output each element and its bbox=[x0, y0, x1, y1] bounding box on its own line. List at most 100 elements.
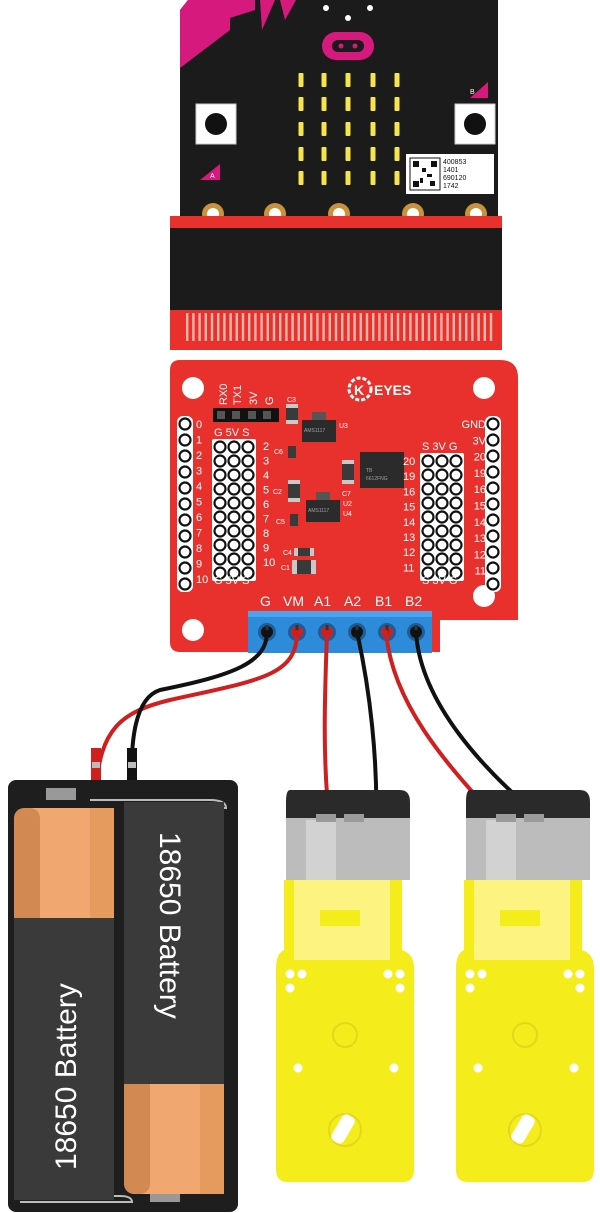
led bbox=[394, 171, 400, 185]
battery-cell-right-label: 18650 Battery bbox=[153, 832, 186, 1019]
pin-label: 19 bbox=[403, 471, 415, 483]
svg-text:U2: U2 bbox=[343, 501, 352, 508]
svg-text:C2: C2 bbox=[273, 489, 282, 496]
pin-label: 4 bbox=[196, 481, 202, 493]
left-header-top-label: G 5V S bbox=[214, 427, 249, 439]
motor-shield: K EYES RX0 TX1 3V G G 5V S G 5V S S 3V G… bbox=[170, 360, 518, 652]
svg-text:6612FNG: 6612FNG bbox=[366, 476, 388, 482]
battery-holder: 18650 Battery 18650 Battery bbox=[8, 780, 238, 1212]
svg-text:AMS1117: AMS1117 bbox=[304, 428, 325, 434]
gear-motor-b bbox=[456, 790, 594, 1182]
svg-text:B2: B2 bbox=[405, 593, 422, 609]
svg-text:C1: C1 bbox=[281, 565, 290, 572]
pin-label: 6 bbox=[196, 512, 202, 524]
pin-label: 10 bbox=[263, 557, 275, 569]
button-b[interactable] bbox=[454, 103, 496, 145]
svg-text:C6: C6 bbox=[274, 449, 283, 456]
pin-label: 14 bbox=[474, 517, 486, 529]
pin-label: 14 bbox=[403, 517, 415, 529]
pin-label: 8 bbox=[263, 528, 269, 540]
led bbox=[321, 73, 327, 87]
mounting-hole bbox=[182, 377, 204, 399]
led bbox=[345, 147, 351, 161]
right-header-bottom-label: S 3V G bbox=[422, 575, 457, 587]
svg-text:C4: C4 bbox=[283, 550, 292, 557]
microbit-logo bbox=[322, 32, 374, 60]
led-matrix bbox=[298, 73, 400, 185]
led bbox=[370, 171, 376, 185]
pin-label: 10 bbox=[196, 574, 208, 586]
microbit-magenta-corner bbox=[180, 0, 255, 68]
led bbox=[298, 122, 304, 136]
pin-label: 13 bbox=[474, 533, 486, 545]
svg-text:C7: C7 bbox=[342, 491, 351, 498]
svg-text:A2: A2 bbox=[344, 593, 361, 609]
pin-label: 2 bbox=[263, 441, 269, 453]
svg-text:690120: 690120 bbox=[443, 175, 466, 182]
svg-text:VM: VM bbox=[283, 593, 304, 609]
svg-text:A1: A1 bbox=[314, 593, 331, 609]
svg-text:U3: U3 bbox=[339, 423, 348, 430]
left-header-bottom-label: G 5V S bbox=[214, 575, 249, 587]
pin-label: 11 bbox=[475, 566, 486, 578]
pin-label: 16 bbox=[403, 486, 415, 498]
right-header-top-label: S 3V G bbox=[422, 441, 457, 453]
svg-text:TB: TB bbox=[366, 468, 373, 474]
left-edge-pins bbox=[177, 416, 193, 592]
svg-text:U4: U4 bbox=[343, 511, 352, 518]
pin-label: 3 bbox=[196, 466, 202, 478]
button-a[interactable] bbox=[195, 103, 237, 145]
pin-label: 19 bbox=[474, 468, 486, 480]
led bbox=[394, 147, 400, 161]
svg-text:400853: 400853 bbox=[443, 159, 466, 166]
pin-label: 15 bbox=[403, 502, 415, 514]
led bbox=[370, 147, 376, 161]
qr-sticker: 400853 1401 690120 1742 bbox=[406, 154, 494, 194]
pin-label: 12 bbox=[474, 549, 486, 561]
right-pin-header bbox=[420, 453, 464, 581]
left-pin-header bbox=[212, 439, 256, 581]
pin-label: 3V bbox=[473, 435, 487, 447]
mounting-hole bbox=[182, 619, 204, 641]
pin-label: 8 bbox=[196, 543, 202, 555]
led bbox=[298, 147, 304, 161]
svg-text:C3: C3 bbox=[287, 397, 296, 404]
pin-label: 16 bbox=[474, 484, 486, 496]
svg-text:K: K bbox=[354, 382, 364, 398]
pin-label: 20 bbox=[403, 456, 415, 468]
svg-text:G: G bbox=[264, 396, 276, 405]
mounting-hole bbox=[473, 377, 495, 399]
svg-text:B1: B1 bbox=[375, 593, 392, 609]
edge-connector-slot bbox=[170, 216, 502, 350]
pin-label: GND bbox=[462, 419, 487, 431]
gear-motor-a bbox=[276, 790, 414, 1182]
led bbox=[394, 122, 400, 136]
svg-text:RX0: RX0 bbox=[218, 384, 230, 405]
led bbox=[298, 171, 304, 185]
pin-label: 3 bbox=[263, 456, 269, 468]
pin-label: 13 bbox=[403, 532, 415, 544]
pin-label: 11 bbox=[403, 562, 414, 574]
led bbox=[321, 122, 327, 136]
led bbox=[321, 171, 327, 185]
pin-label: 20 bbox=[474, 452, 486, 464]
led bbox=[345, 122, 351, 136]
svg-text:3V: 3V bbox=[248, 391, 260, 405]
button-b-label: B bbox=[470, 89, 475, 96]
svg-text:AMS1117: AMS1117 bbox=[308, 508, 329, 514]
led bbox=[298, 97, 304, 111]
pin-label: 15 bbox=[474, 501, 486, 513]
pin-label: 5 bbox=[263, 485, 269, 497]
pin-label: 2 bbox=[196, 450, 202, 462]
pin-label: 6 bbox=[263, 499, 269, 511]
led bbox=[370, 73, 376, 87]
led bbox=[370, 97, 376, 111]
svg-text:EYES: EYES bbox=[374, 382, 411, 398]
microbit-board: A B 400853 1401 690120 1742 bbox=[180, 0, 498, 225]
pin-label: 7 bbox=[263, 514, 269, 526]
led bbox=[321, 97, 327, 111]
